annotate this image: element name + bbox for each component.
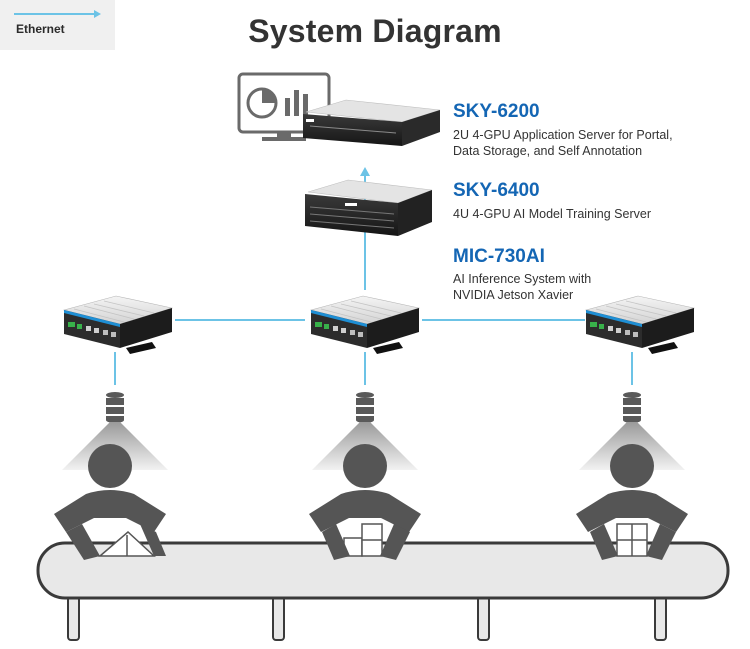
device-name-mic-730ai: MIC-730AI xyxy=(453,246,545,267)
sky-6400-server-icon xyxy=(305,179,433,236)
device-desc-mic-730ai-line1: AI Inference System with xyxy=(453,272,592,286)
ethernet-legend-arrow-icon xyxy=(14,10,101,18)
device-desc-sky-6200-line1: 2U 4-GPU Application Server for Portal, xyxy=(453,128,673,142)
database-icon-center xyxy=(356,392,374,423)
sky-6200-server-icon xyxy=(303,99,441,146)
legend: Ethernet xyxy=(0,0,115,50)
box-icon-left xyxy=(97,530,156,557)
mic-730ai-box-center-icon xyxy=(310,295,420,355)
page-title: System Diagram xyxy=(248,13,502,49)
database-icon-left xyxy=(106,392,124,423)
box-icon-right xyxy=(616,523,648,557)
database-icon-right xyxy=(623,392,641,423)
device-desc-mic-730ai-line2: NVIDIA Jetson Xavier xyxy=(453,288,574,302)
mic-730ai-box-left-icon xyxy=(63,295,173,355)
device-desc-sky-6400-line1: 4U 4-GPU AI Model Training Server xyxy=(453,207,651,221)
device-name-sky-6200: SKY-6200 xyxy=(453,101,540,122)
legend-label: Ethernet xyxy=(16,22,65,36)
conveyor-legs xyxy=(67,593,667,641)
box-icon-center xyxy=(343,523,383,557)
device-name-sky-6400: SKY-6400 xyxy=(453,180,540,201)
conveyor-belt xyxy=(36,541,730,600)
mic-730ai-box-right-icon xyxy=(585,295,695,355)
device-desc-sky-6200-line2: Data Storage, and Self Annotation xyxy=(453,144,643,158)
